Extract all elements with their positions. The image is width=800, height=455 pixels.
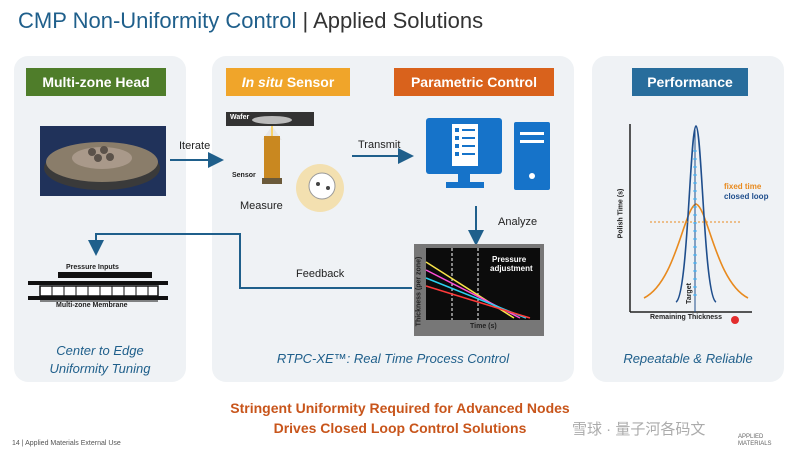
applied-materials-logo: APPLIED MATERIALS <box>738 434 772 447</box>
performance-caption: Repeatable & Reliable <box>623 351 753 366</box>
thickness-line-red <box>425 285 531 319</box>
membrane-diagram <box>28 272 168 302</box>
feedback-arrow <box>88 233 412 289</box>
polish-time-axis-label: Polish Time (s) <box>617 188 625 239</box>
multi-zone-panel <box>14 56 186 382</box>
target-label: Target <box>685 283 693 304</box>
wafer-spot-illustration <box>296 164 344 212</box>
pressure-inputs-label: Pressure Inputs <box>66 264 119 271</box>
iterate-label: Iterate <box>179 140 211 152</box>
wafer-label: Wafer <box>230 114 250 121</box>
analyze-label: Analyze <box>498 216 538 228</box>
rtpc-caption: RTPC-XE™: Real Time Process Control <box>276 351 510 366</box>
transmit-label: Transmit <box>358 139 401 151</box>
closed-loop-curve <box>675 125 717 303</box>
insitu-sensor-heading: In situ Sensor <box>226 68 350 96</box>
computer-icon <box>426 118 550 190</box>
measure-label: Measure <box>240 200 283 212</box>
fixed-time-curve <box>643 203 749 299</box>
remaining-thickness-label: Remaining Thickness <box>650 314 722 321</box>
parametric-control-heading: Parametric Control <box>394 68 554 96</box>
legend-fixed-time: fixed time <box>724 182 762 191</box>
feedback-label: Feedback <box>296 268 345 280</box>
performance-chart <box>629 124 752 324</box>
thickness-chart <box>414 244 544 336</box>
legend-closed-loop: closed loop <box>724 192 769 201</box>
watermark: 雪球 · 量子河各码文 <box>572 421 706 438</box>
bottom-statement-line2: Drives Closed Loop Control Solutions <box>273 420 527 436</box>
thickness-marker <box>731 316 739 324</box>
sensor-label: Sensor <box>232 172 256 179</box>
performance-heading: Performance <box>632 68 748 96</box>
pressure-annotation-line2: adjustment <box>490 264 533 273</box>
slide-footer: 14 | Applied Materials External Use <box>12 440 121 447</box>
multi-zone-caption: Center to Edge Uniformity Tuning <box>49 343 151 376</box>
thickness-chart-xlabel: Time (s) <box>470 323 497 330</box>
polishing-head-image <box>40 126 166 196</box>
thickness-chart-ylabel: Thickness (per zone) <box>415 256 423 327</box>
multi-zone-head-heading: Multi-zone Head <box>26 68 166 96</box>
bottom-statement-line1: Stringent Uniformity Required for Advanc… <box>230 400 570 416</box>
sensor-illustration <box>226 112 314 184</box>
page-title: CMP Non-Uniformity Control | Applied Sol… <box>18 8 484 33</box>
pressure-annotation-line1: Pressure <box>492 255 527 264</box>
membrane-label: Multi-zone Membrane <box>56 302 128 309</box>
